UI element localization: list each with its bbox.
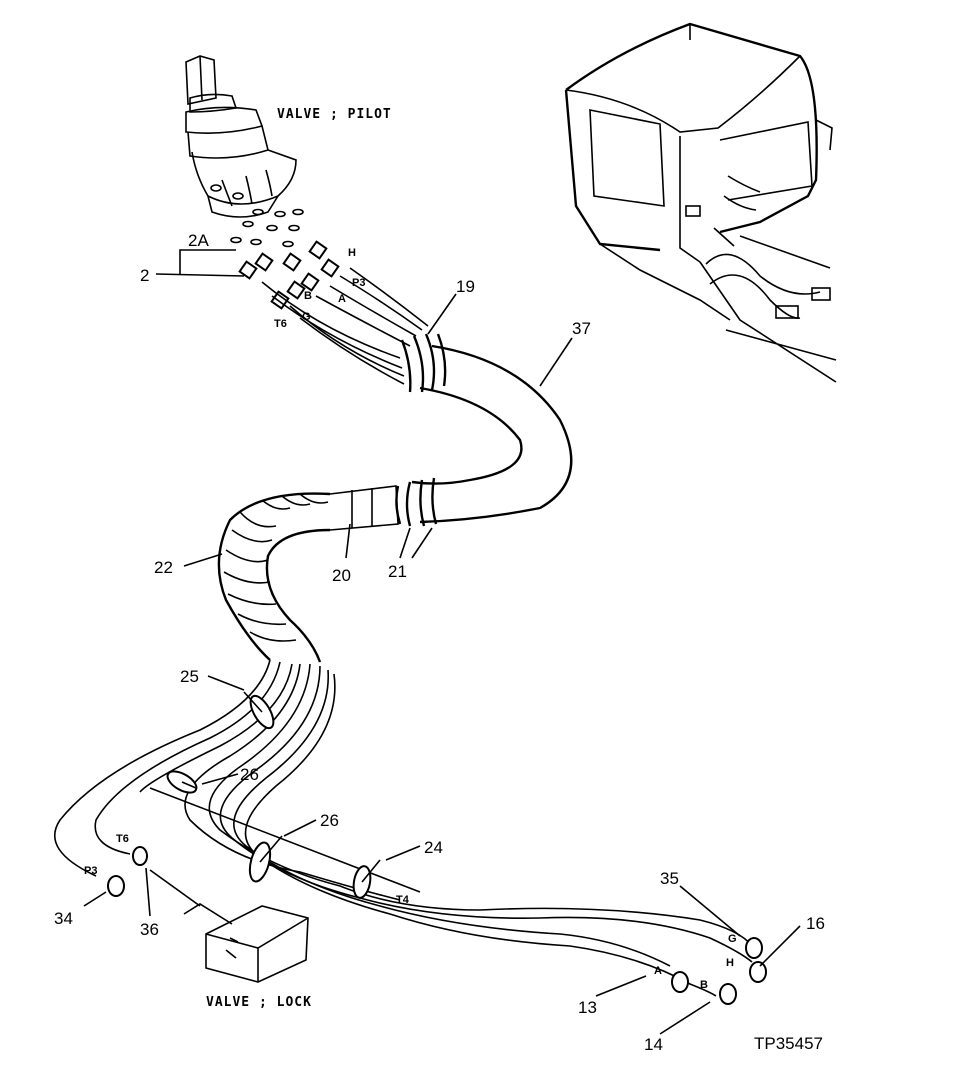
drawing-id: TP35457	[754, 1034, 823, 1053]
leader-lines	[83, 249, 801, 1035]
port-p3-bottom: P3	[84, 865, 97, 877]
callout-26-lower: 26	[320, 811, 339, 830]
callout-13: 13	[578, 998, 597, 1017]
port-t6-bottom: T6	[116, 833, 129, 845]
lower-hose-bundle	[54, 659, 753, 997]
callout-37: 37	[572, 319, 591, 338]
lock-valve-caption: VALVE ; LOCK	[206, 995, 312, 1010]
port-h-end: H	[726, 957, 734, 969]
callout-2: 2	[140, 266, 149, 285]
callout-19: 19	[456, 277, 475, 296]
callout-36: 36	[140, 920, 159, 939]
upper-hose-bundle	[261, 267, 429, 385]
o-ring-seals	[230, 208, 304, 248]
port-h-top: H	[348, 247, 356, 259]
port-t4: T4	[396, 894, 410, 906]
callout-14: 14	[644, 1035, 663, 1054]
port-a-end: A	[654, 965, 662, 977]
callout-34: 34	[54, 909, 73, 928]
callout-24: 24	[424, 838, 443, 857]
port-g-top: G	[302, 311, 311, 323]
spiral-wrap	[217, 492, 331, 663]
port-g-end: G	[728, 933, 737, 945]
port-a-top: A	[338, 293, 346, 305]
callout-21: 21	[388, 562, 407, 581]
port-b-end: B	[700, 979, 708, 991]
callout-25: 25	[180, 667, 199, 686]
callout-2a: 2A	[188, 231, 209, 250]
callout-16: 16	[806, 914, 825, 933]
end-fittings	[107, 846, 767, 1005]
upper-fittings	[238, 240, 340, 310]
cab-illustration	[564, 22, 837, 383]
pilot-valve-drawing: VALVE ; PILOT	[185, 55, 392, 248]
callout-26-upper: 26	[240, 765, 259, 784]
callout-35: 35	[660, 869, 679, 888]
callout-22: 22	[154, 558, 173, 577]
pilot-valve-caption: VALVE ; PILOT	[277, 107, 392, 122]
callout-20: 20	[332, 566, 351, 585]
port-b-top: B	[304, 290, 312, 302]
protective-sleeve	[329, 333, 573, 531]
port-p3-top: P3	[352, 277, 365, 289]
port-t6-top: T6	[274, 318, 287, 330]
lock-valve-drawing: VALVE ; LOCK	[149, 869, 312, 1010]
